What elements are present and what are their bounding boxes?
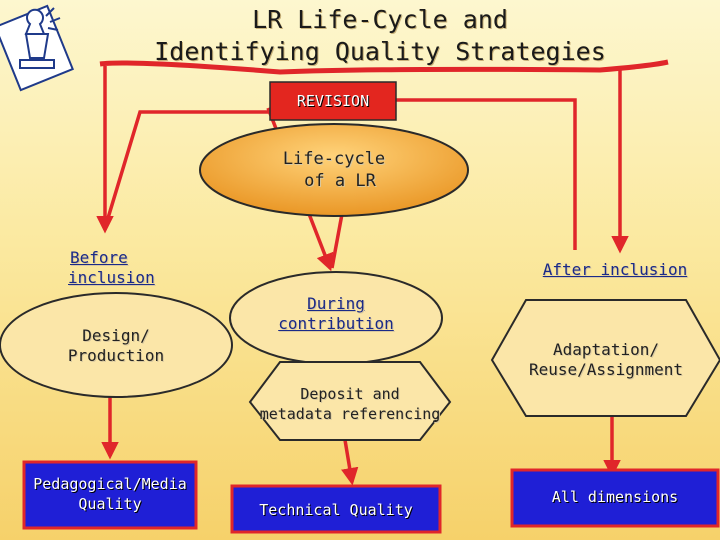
design-production-label: Design/ Production [46,326,186,366]
during-line-2: contribution [278,314,394,333]
during-line-1: During [307,294,365,313]
revision-box [269,81,397,121]
adaptation-line-1: Adaptation/ [553,340,659,359]
adaptation-line-2: Reuse/Assignment [528,360,684,379]
during-contribution-label: During contribution [266,294,406,334]
deposit-line-1: Deposit and [300,385,400,403]
all-dimensions-box [510,468,720,528]
deposit-line-2: metadata referencing [259,405,441,423]
before-inclusion-label: Before inclusion [40,248,170,288]
lifecycle-line-2: of a LR [304,171,376,191]
deposit-hexagon [248,361,452,441]
technical-quality-label: Technical Quality [259,501,413,519]
pedagogical-line-1: Pedagogical/Media [33,475,187,493]
after-inclusion-label: After inclusion [542,260,688,279]
page-title: LR Life-Cycle and Identifying Quality St… [110,4,650,68]
design-line-2: Production [67,346,165,365]
pedagogical-quality-label: Pedagogical/Media Quality [24,474,196,514]
adaptation-hexagon [490,299,720,417]
title-underline [99,59,669,75]
lifecycle-label: Life-cycle of a LR [234,148,434,192]
design-line-1: Design/ [82,326,150,345]
lifecycle-ellipse [199,123,469,217]
pedagogical-quality-box [22,460,198,530]
title-line-2: Identifying Quality Strategies [154,37,606,66]
technical-quality-box [230,484,442,534]
title-line-1: LR Life-Cycle and [252,5,508,34]
chess-pawn-logo-icon [0,4,74,92]
before-line-2: inclusion [68,268,155,287]
before-line-1: Before [70,248,128,267]
deposit-metadata-label: Deposit and metadata referencing [250,384,450,424]
all-dimensions-label: All dimensions [551,488,679,506]
design-ellipse [0,292,233,398]
revision-label: REVISION [296,92,370,110]
lifecycle-line-1: Life-cycle [282,149,386,169]
adaptation-label: Adaptation/ Reuse/Assignment [506,340,706,380]
pedagogical-line-2: Quality [78,495,142,513]
